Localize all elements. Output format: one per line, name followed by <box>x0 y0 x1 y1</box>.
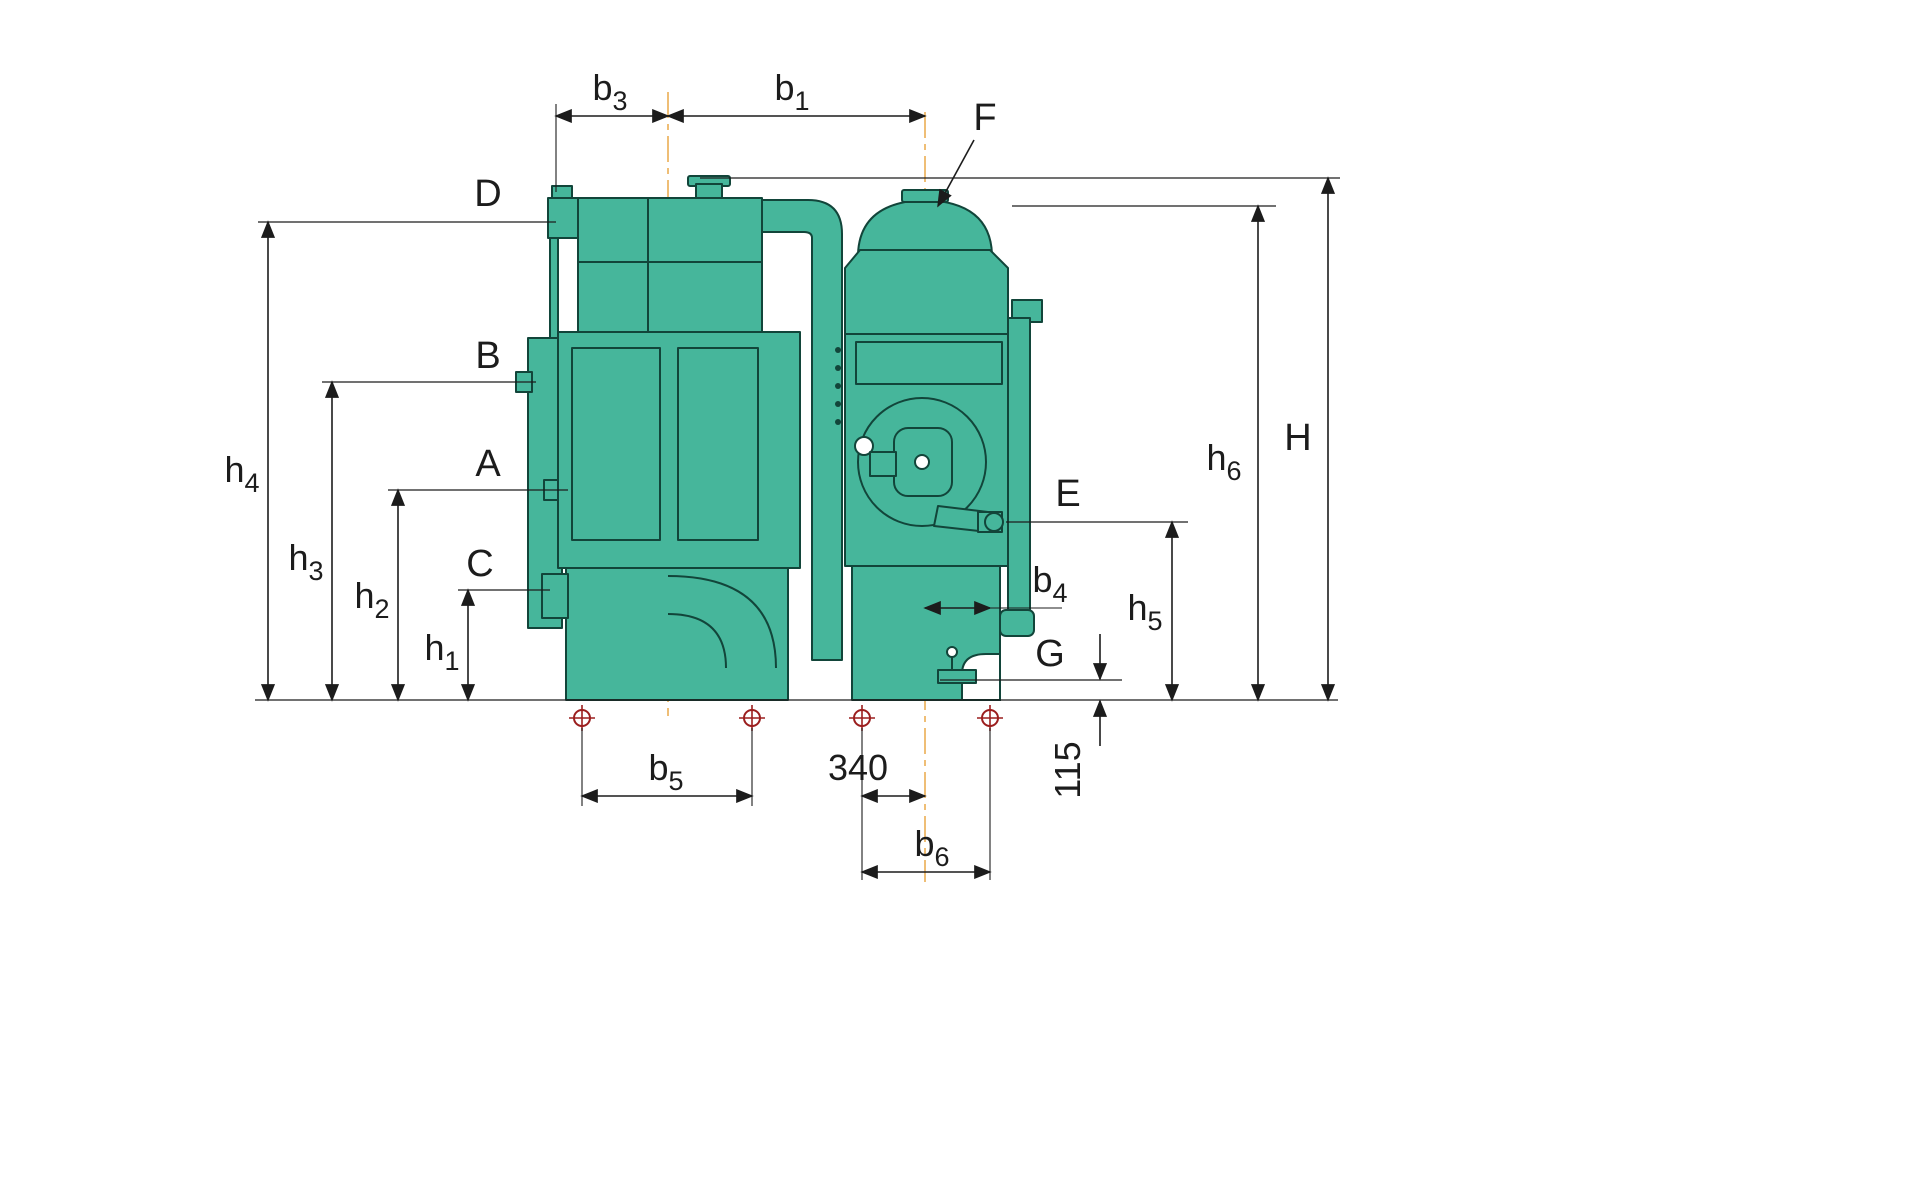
dim-label-b4: b4 <box>1032 559 1067 608</box>
right-pipe <box>1007 317 1031 619</box>
drain-g-knob <box>946 646 958 658</box>
anchor-bolt <box>977 705 1003 731</box>
dim-label-h5: h5 <box>1127 587 1162 636</box>
flange-bolt-hole <box>835 383 841 389</box>
ref-label-F: F <box>973 97 996 139</box>
dim-label-h3: h3 <box>288 537 323 586</box>
ref-label-G: G <box>1035 633 1065 675</box>
door-right <box>677 347 759 541</box>
dim-label-h1: h1 <box>424 627 459 676</box>
upper-body <box>844 249 1009 335</box>
dome <box>857 199 993 255</box>
top-box <box>577 197 763 333</box>
blower-hub <box>914 454 930 470</box>
flange-bolt-hole <box>835 401 841 407</box>
drain-g-body <box>937 669 977 684</box>
ref-label-E: E <box>1055 473 1080 515</box>
bottom-step <box>541 573 569 619</box>
anchor-bolt <box>849 705 875 731</box>
outlet-e <box>984 512 1004 532</box>
ref-label-A: A <box>475 443 501 485</box>
lower-body <box>565 567 789 701</box>
anchor-bolt <box>739 705 765 731</box>
left-top-fitting-cap <box>551 185 573 199</box>
anchor-bolt <box>569 705 595 731</box>
dim-label-h6: h6 <box>1206 437 1241 486</box>
door-left <box>571 347 661 541</box>
flue-pipe <box>756 199 843 661</box>
upper-panel <box>855 341 1003 385</box>
left-unit <box>515 175 843 701</box>
dim-label-b1: b1 <box>774 67 809 116</box>
flange-bolt-hole <box>835 419 841 425</box>
ref-label-D: D <box>474 173 501 215</box>
dim-label-115: 115 <box>1047 741 1088 798</box>
right-unit <box>835 189 1043 701</box>
ref-label-C: C <box>466 543 493 585</box>
left-conduit <box>549 237 559 339</box>
leader-line-F <box>937 139 975 208</box>
dim-label-h2: h2 <box>354 575 389 624</box>
dim-label-h4: h4 <box>224 449 259 498</box>
dim-label-340: 340 <box>828 747 888 788</box>
right-pipe-elbow <box>999 609 1035 637</box>
damper-box <box>869 451 897 477</box>
dim-label-b3: b3 <box>592 67 627 116</box>
ref-label-B: B <box>475 335 500 377</box>
dim-label-b6: b6 <box>914 823 949 872</box>
dim-label-b5: b5 <box>648 747 683 796</box>
damper-handle <box>854 436 874 456</box>
dim-label-H: H <box>1284 417 1311 459</box>
lower-duct-bend <box>667 575 777 669</box>
flange-bolt-hole <box>835 365 841 371</box>
flange-bolt-hole <box>835 347 841 353</box>
left-top-fitting <box>547 197 579 239</box>
